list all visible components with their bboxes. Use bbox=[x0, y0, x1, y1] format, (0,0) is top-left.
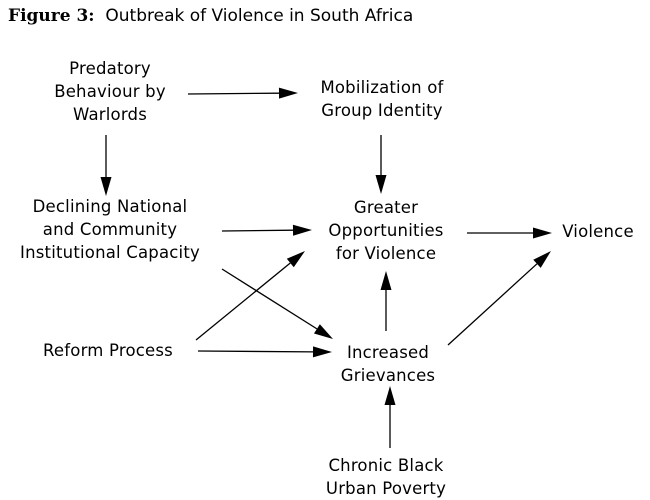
node-line: Behaviour by bbox=[54, 82, 166, 101]
node-predatory-behaviour: Predatory Behaviour by Warlords bbox=[30, 57, 190, 126]
arrow-head bbox=[312, 346, 332, 358]
node-line: Violence bbox=[562, 222, 634, 241]
node-line: Reform Process bbox=[43, 341, 173, 360]
arrow-predatory-to-declining bbox=[100, 135, 112, 196]
arrow-shaft bbox=[447, 263, 538, 346]
node-line: Declining National bbox=[32, 197, 188, 216]
figure-title-text: Outbreak of Violence in South Africa bbox=[105, 6, 414, 26]
arrow-reform-to-greater bbox=[195, 251, 305, 341]
node-line: Warlords bbox=[73, 105, 147, 124]
arrow-head bbox=[533, 251, 551, 268]
node-line: Urban Poverty bbox=[325, 479, 447, 498]
arrow-shaft bbox=[221, 229, 294, 232]
arrow-head bbox=[380, 271, 392, 290]
arrow-predatory-to-mobilization bbox=[187, 87, 298, 99]
node-line: Chronic Black bbox=[328, 456, 444, 475]
node-line: Greater bbox=[353, 198, 419, 217]
arrow-declining-to-increased bbox=[221, 268, 333, 339]
edges bbox=[100, 87, 552, 448]
figure-label: Figure 3 bbox=[8, 6, 89, 26]
node-line: Predatory bbox=[69, 59, 151, 78]
arrow-greater-to-violence bbox=[467, 227, 552, 239]
arrow-shaft bbox=[197, 350, 314, 353]
arrow-reform-to-increased bbox=[197, 346, 332, 358]
arrow-increased-to-greater bbox=[380, 271, 392, 331]
figure-title: Figure 3: Outbreak of Violence in South … bbox=[8, 5, 413, 27]
arrow-increased-to-violence bbox=[447, 251, 551, 346]
arrow-head bbox=[384, 386, 396, 405]
arrow-mobilization-to-greater bbox=[375, 135, 387, 194]
node-increased-grievances: Increased Grievances bbox=[318, 341, 458, 387]
node-line: Opportunities bbox=[328, 221, 444, 240]
node-line: Grievances bbox=[340, 366, 436, 385]
arrow-shaft bbox=[195, 262, 291, 341]
arrow-shaft bbox=[221, 268, 318, 330]
node-line: for Violence bbox=[335, 244, 437, 263]
node-line: Increased bbox=[346, 343, 430, 362]
arrow-chronic-to-increased bbox=[384, 386, 396, 448]
arrow-head bbox=[278, 87, 298, 99]
node-violence: Violence bbox=[548, 220, 648, 243]
node-line: Institutional Capacity bbox=[20, 243, 200, 262]
node-chronic-poverty: Chronic Black Urban Poverty bbox=[306, 454, 466, 500]
node-declining-capacity: Declining National and Community Institu… bbox=[0, 195, 220, 264]
node-mobilization: Mobilization of Group Identity bbox=[292, 76, 472, 122]
arrow-head bbox=[313, 324, 333, 339]
arrow-head bbox=[286, 251, 305, 268]
arrow-declining-to-greater bbox=[221, 224, 312, 236]
node-greater-opportunities: Greater Opportunities for Violence bbox=[306, 196, 466, 265]
arrow-head bbox=[292, 224, 312, 236]
arrow-head bbox=[100, 177, 112, 196]
node-line: and Community bbox=[42, 220, 178, 239]
node-reform-process: Reform Process bbox=[18, 339, 198, 362]
node-line: Mobilization of bbox=[320, 78, 444, 97]
arrow-head bbox=[533, 227, 552, 239]
figure-label-separator: : bbox=[88, 6, 95, 26]
node-line: Group Identity bbox=[321, 101, 443, 120]
arrow-shaft bbox=[187, 92, 280, 95]
arrow-head bbox=[375, 175, 387, 194]
